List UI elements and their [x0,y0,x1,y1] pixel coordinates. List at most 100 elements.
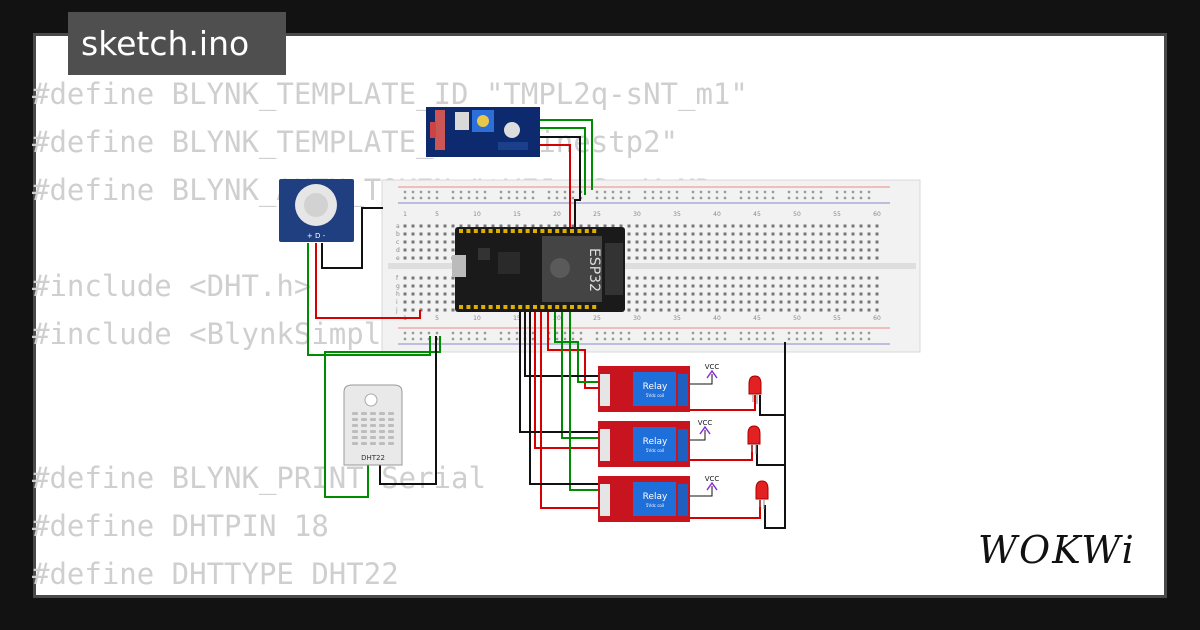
wire-relay3-green [569,312,600,491]
relay-sublabel: 5Vdc coil [646,503,664,508]
wire-relay3-black [529,312,600,485]
esp32-pin[interactable] [466,305,471,309]
esp32-pin[interactable] [518,229,523,233]
breadboard-row-label: d [396,247,400,254]
breadboard-row-label: g [396,283,400,290]
breadboard-col-label: 30 [633,315,641,322]
esp32-pin[interactable] [570,229,574,233]
esp32-pin[interactable] [562,305,567,309]
esp32-pin[interactable] [496,229,500,233]
breadboard-col-label: 50 [793,211,801,218]
wire-ldr-green [540,119,593,190]
esp32-pin[interactable] [488,229,493,233]
dht22-vents [352,412,394,445]
breadboard-row-label: a [396,223,400,230]
esp32-pin[interactable] [555,229,560,233]
esp32-pin[interactable] [533,229,537,233]
wire-vcc1 [690,374,713,385]
esp32-pin[interactable] [562,229,567,233]
esp32-pin[interactable] [481,305,486,309]
esp32-pin[interactable] [570,305,574,309]
esp32-pin[interactable] [533,305,537,309]
wire-pir-red [315,243,421,319]
esp32-pin[interactable] [540,229,545,233]
esp32-pin[interactable] [510,305,515,309]
relay-label: Relay [643,382,668,392]
wire-gnd-black [764,342,786,529]
esp32-pin[interactable] [503,229,508,233]
wire-ldr-black [532,136,581,238]
relay-sublabel: 5Vdc coil [646,393,664,398]
wire-vcc3 [690,486,713,497]
breadboard-col-label: 35 [673,211,681,218]
breadboard-col-label: 20 [553,315,561,322]
breadboard-col-label: 60 [873,315,881,322]
esp32-pin[interactable] [459,305,463,309]
esp32-pin[interactable] [488,305,493,309]
code-preview: #define BLYNK_TEMPLATE_ID "TMPL2q-sNT_m1… [32,70,748,598]
esp32-pin[interactable] [510,229,515,233]
relay-label: Relay [643,437,668,447]
wire-led1-black [759,395,785,416]
wire-relay1-green [554,312,600,383]
pir-pin-labels: + D - [307,232,326,240]
breadboard-col-label: 20 [553,211,561,218]
esp32-pin[interactable] [584,305,589,309]
led[interactable] [755,480,769,509]
led[interactable] [748,375,762,404]
light-sensor-module[interactable] [426,107,540,157]
esp32-pin[interactable] [540,305,545,309]
dht22-sensor[interactable]: DHT22 [343,384,403,466]
esp32-pin[interactable] [473,229,478,233]
pir-sensor[interactable]: + D - [279,179,354,242]
esp32-pin[interactable] [466,229,471,233]
wire-relay1-red [547,312,600,389]
breadboard-col-label: 5 [435,315,439,322]
breadboard-col-label: 15 [513,211,521,218]
esp32-pin[interactable] [555,305,560,309]
esp32-pin[interactable] [547,305,552,309]
esp32-pin[interactable] [496,305,500,309]
esp32-board[interactable]: ESP32 [452,227,625,312]
esp32-pin[interactable] [503,305,508,309]
esp32-pin[interactable] [481,229,486,233]
wire-dht-black [379,336,437,485]
esp32-pin[interactable] [459,229,463,233]
wire-pir-green [307,243,431,356]
wire-relay2-black [519,312,600,433]
wire-led2-black [756,445,785,466]
wire-ldr-green-2 [540,127,586,195]
breadboard-col-label: 25 [593,211,601,218]
file-tab-title[interactable]: sketch.ino [68,12,286,75]
esp32-pins [459,229,597,309]
esp32-pin[interactable] [592,229,597,233]
led[interactable] [747,425,761,454]
wire-pir-black [321,207,383,269]
breadboard-col-label: 60 [873,211,881,218]
esp32-pin[interactable] [525,229,530,233]
breadboard-col-label: 40 [713,211,721,218]
esp32-pin[interactable] [518,305,523,309]
esp32-pin[interactable] [547,229,552,233]
vcc-marker: VCC [705,475,719,491]
esp32-pin[interactable] [473,305,478,309]
vcc-label: VCC [705,363,720,371]
esp32-pin[interactable] [577,229,582,233]
breadboard-col-label: 10 [473,211,481,218]
dht22-label: DHT22 [361,454,385,462]
breadboard-row-label: b [396,231,400,238]
relay-sublabel: 5Vdc coil [646,448,664,453]
breadboard-row-label: i [396,299,398,306]
esp32-pin[interactable] [584,229,589,233]
vcc-marker: VCC [705,363,720,379]
esp32-pin[interactable] [577,305,582,309]
esp32-pin[interactable] [525,305,530,309]
esp32-pin[interactable] [592,305,597,309]
breadboard-col-label: 55 [833,211,841,218]
code-line: #define DHTPIN 18 [32,509,329,543]
